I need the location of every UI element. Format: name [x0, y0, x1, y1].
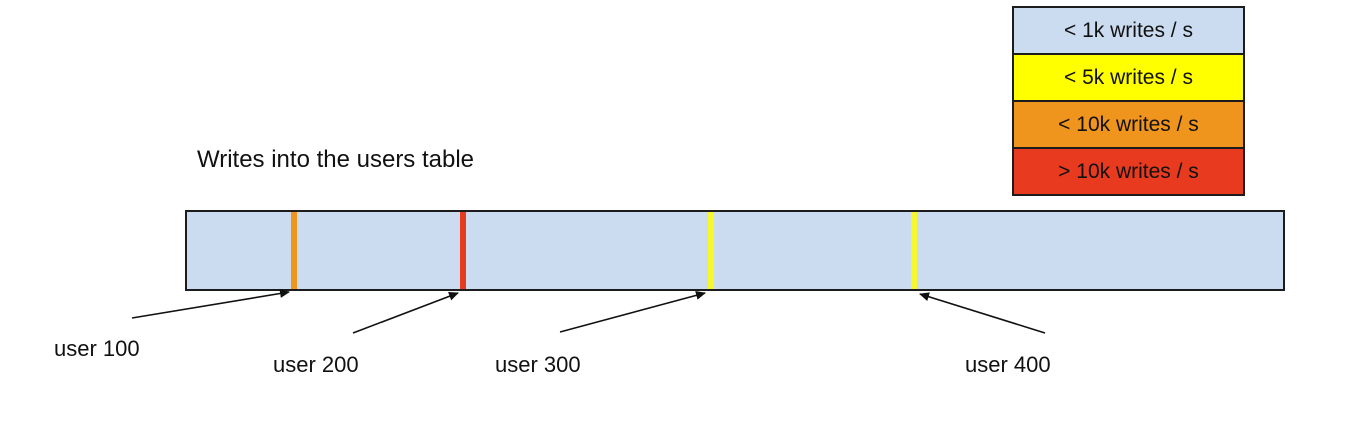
marker-user-200: [460, 212, 466, 289]
marker-user-100: [291, 212, 297, 289]
legend-item-lt-1k: < 1k writes / s: [1014, 8, 1243, 53]
label-user-200: user 200: [273, 352, 359, 377]
label-user-100: user 100: [54, 336, 140, 361]
legend: < 1k writes / s < 5k writes / s < 10k wr…: [1012, 6, 1245, 196]
marker-user-400: [911, 212, 917, 289]
arrow-user-300: [559, 290, 706, 333]
arrow-user-200: [352, 291, 459, 334]
legend-item-gt-10k: > 10k writes / s: [1014, 147, 1243, 194]
diagram-title: Writes into the users table: [197, 146, 475, 173]
label-user-400: user 400: [965, 352, 1051, 377]
label-user-300: user 300: [495, 352, 581, 377]
arrow-user-400: [919, 292, 1046, 334]
legend-item-lt-10k: < 10k writes / s: [1014, 100, 1243, 147]
marker-user-300: [708, 212, 714, 289]
users-table-bar: [185, 210, 1285, 291]
arrow-user-100: [131, 289, 290, 319]
legend-item-lt-5k: < 5k writes / s: [1014, 53, 1243, 100]
